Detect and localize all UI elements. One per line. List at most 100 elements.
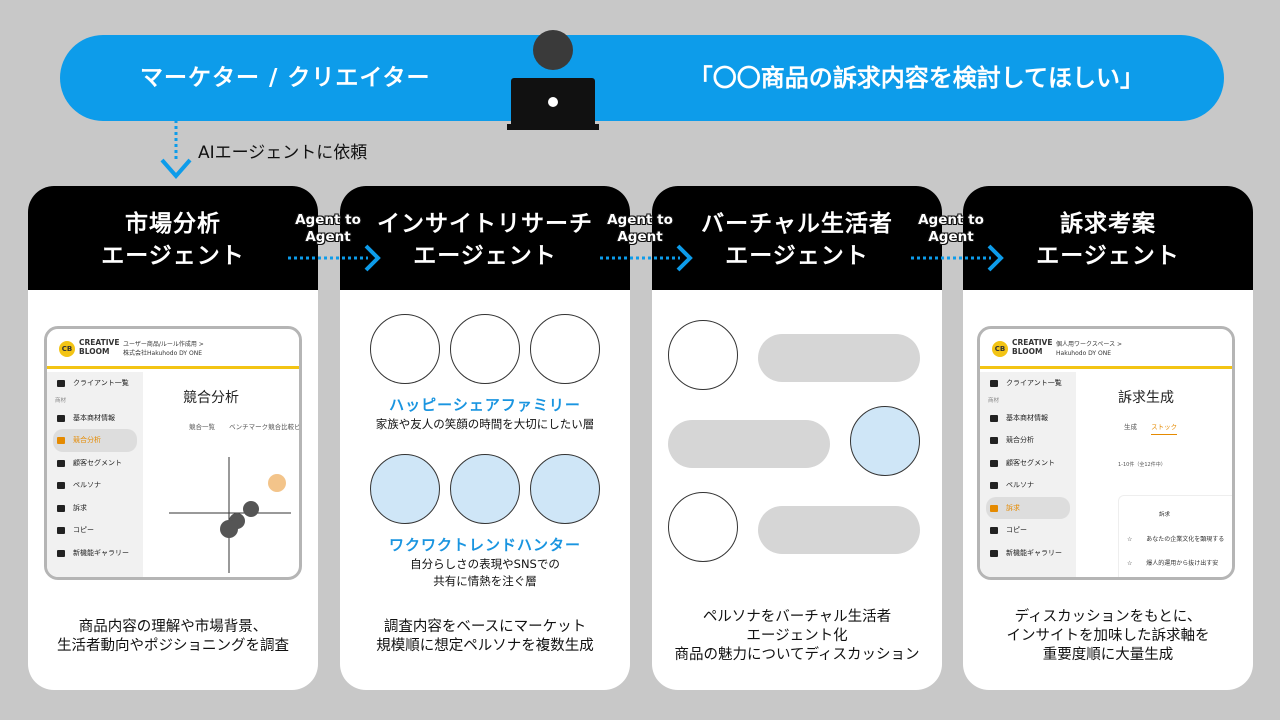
page-title: 訴求生成 bbox=[1118, 390, 1174, 406]
right-arrow-icon bbox=[288, 244, 381, 272]
breadcrumb: ユーザー商品/ルール作成用 >株式会社Hakuhodo DY ONE bbox=[123, 341, 204, 357]
sidebar-item-gallery[interactable]: 新機能ギャラリー bbox=[980, 542, 1076, 565]
chat-bubble bbox=[668, 420, 830, 468]
sidebar-item-appeal[interactable]: 訴求 bbox=[47, 497, 143, 520]
card-title: インサイトリサーチ エージェント bbox=[340, 186, 630, 290]
person-at-laptop-icon bbox=[507, 30, 599, 130]
sidebar-item-copy[interactable]: コピー bbox=[47, 519, 143, 542]
card-title: 市場分析 エージェント bbox=[28, 186, 318, 290]
persona-name: ワクワクトレンドハンター bbox=[388, 536, 581, 554]
product-icon bbox=[990, 414, 998, 422]
card-title-line1: バーチャル生活者 bbox=[701, 211, 893, 237]
request-quote: 「〇〇商品の訴求内容を検討してほしい」 bbox=[688, 64, 1144, 92]
home-icon bbox=[990, 380, 998, 387]
result-count: 1-10件（全12件中） bbox=[1118, 462, 1166, 468]
sidebar-item-copy[interactable]: コピー bbox=[980, 519, 1076, 542]
sidebar-item-product[interactable]: 基本商材情報 bbox=[980, 407, 1076, 430]
tab-competitor-list[interactable]: 競合一覧 bbox=[189, 423, 215, 431]
head-network-icon bbox=[668, 492, 738, 562]
card-description: 調査内容をベースにマーケット規模順に想定ペルソナを複数生成 bbox=[376, 619, 594, 654]
persona-description: 家族や友人の笑顔の時間を大切にしたい層 bbox=[375, 417, 595, 431]
chat-icon bbox=[990, 527, 998, 534]
rocket-icon bbox=[990, 549, 998, 557]
card-title-line2: エージェント bbox=[101, 243, 245, 269]
speaker-icon bbox=[57, 504, 65, 512]
request-label: AIエージェントに依頼 bbox=[198, 143, 368, 163]
page-title: 競合分析 bbox=[183, 390, 239, 406]
breadcrumb: 個人用ワークスペース >Hakuhodo DY ONE bbox=[1056, 341, 1123, 357]
sidebar-item-gallery[interactable]: 新機能ギャラリー bbox=[47, 542, 143, 565]
people-icon bbox=[990, 482, 998, 489]
tab-benchmark[interactable]: ベンチマーク競合比較ビュー bbox=[229, 423, 301, 431]
people-icon bbox=[57, 482, 65, 489]
card-title-line2: エージェント bbox=[1036, 243, 1180, 269]
head-network-icon bbox=[850, 406, 920, 476]
head-network-icon bbox=[370, 454, 440, 524]
sidebar-item-persona[interactable]: ペルソナ bbox=[47, 474, 143, 497]
folder-icon bbox=[990, 437, 998, 444]
sidebar-section: 商材 bbox=[55, 397, 67, 404]
tab-stock[interactable]: ストック bbox=[1151, 423, 1178, 435]
positioning-map bbox=[169, 457, 291, 573]
right-arrow-icon bbox=[911, 244, 1004, 272]
sidebar-item-appeal[interactable]: 訴求 bbox=[986, 496, 1070, 519]
requester-banner: マーケター / クリエイター 「〇〇商品の訴求内容を検討してほしい」 bbox=[60, 35, 1224, 121]
sidebar-section: 商材 bbox=[988, 397, 1000, 404]
grid-icon bbox=[990, 459, 998, 467]
head-network-icon bbox=[370, 314, 440, 384]
sidebar: クライアント一覧 商材 基本商材情報 競合分析 顧客セグメント ペルソナ 訴求 … bbox=[980, 372, 1076, 577]
tab-bar: 生成 ストック bbox=[1124, 421, 1178, 435]
chat-icon bbox=[57, 527, 65, 534]
sidebar-item-persona[interactable]: ペルソナ bbox=[980, 474, 1076, 497]
sidebar: クライアント一覧 商材 基本商材情報 競合分析 顧客セグメント ペルソナ 訴求 … bbox=[47, 372, 143, 577]
chat-bubble bbox=[758, 506, 920, 554]
card-title-line2: エージェント bbox=[413, 243, 557, 269]
tab-bar: 競合一覧 ベンチマーク競合比較ビュー bbox=[189, 421, 301, 431]
card-title-line1: インサイトリサーチ bbox=[377, 211, 593, 237]
table-row[interactable]: ☆ 爆人的運用から抜け出す安 bbox=[1127, 560, 1219, 567]
down-arrow-icon bbox=[160, 120, 192, 180]
head-network-icon bbox=[450, 314, 520, 384]
sidebar-item-segments[interactable]: 顧客セグメント bbox=[980, 452, 1076, 475]
head-network-icon bbox=[450, 454, 520, 524]
card-title-line1: 訴求考案 bbox=[1060, 211, 1156, 237]
sidebar-item-competitors[interactable]: 競合分析 bbox=[980, 429, 1076, 452]
sidebar-item-clients[interactable]: クライアント一覧 bbox=[47, 372, 143, 395]
logo-icon: CB bbox=[992, 341, 1008, 357]
appeal-table: 訴求 ☆ あなたの企業文化を顕現する ☆ 爆人的運用から抜け出す安 bbox=[1118, 495, 1232, 577]
rocket-icon bbox=[57, 549, 65, 557]
sidebar-item-product[interactable]: 基本商材情報 bbox=[47, 407, 143, 430]
folder-icon bbox=[57, 437, 65, 444]
sidebar-item-clients[interactable]: クライアント一覧 bbox=[980, 372, 1076, 395]
card-description: 商品内容の理解や市場背景、生活者動向やポジショニングを調査 bbox=[57, 619, 289, 654]
card-title: バーチャル生活者 エージェント bbox=[652, 186, 942, 290]
requester-role: マーケター / クリエイター bbox=[140, 65, 431, 91]
card-title: 訴求考案 エージェント bbox=[963, 186, 1253, 290]
persona-name: ハッピーシェアファミリー bbox=[389, 396, 581, 414]
sidebar-item-competitors[interactable]: 競合分析 bbox=[53, 429, 137, 452]
home-icon bbox=[57, 380, 65, 387]
virtual-consumer-card: バーチャル生活者 エージェント ペルソナをバーチャル生活者エージェント化商品の魅… bbox=[652, 186, 942, 690]
head-network-icon bbox=[530, 454, 600, 524]
head-network-icon bbox=[668, 320, 738, 390]
column-header: 訴求 bbox=[1159, 512, 1171, 518]
right-arrow-icon bbox=[600, 244, 693, 272]
card-description: ペルソナをバーチャル生活者エージェント化商品の魅力についてディスカッション bbox=[674, 609, 920, 663]
tab-generate[interactable]: 生成 bbox=[1124, 423, 1137, 431]
table-row[interactable]: ☆ あなたの企業文化を顕現する bbox=[1127, 536, 1225, 543]
product-icon bbox=[57, 414, 65, 422]
card-description: ディスカッションをもとに、インサイトを加味した訴求軸を重要度順に大量生成 bbox=[1006, 609, 1210, 663]
sidebar-item-segments[interactable]: 顧客セグメント bbox=[47, 452, 143, 475]
logo-icon: CB bbox=[59, 341, 75, 357]
persona-description: 自分らしさの表現やSNSでの共有に情熱を注ぐ層 bbox=[410, 557, 560, 588]
